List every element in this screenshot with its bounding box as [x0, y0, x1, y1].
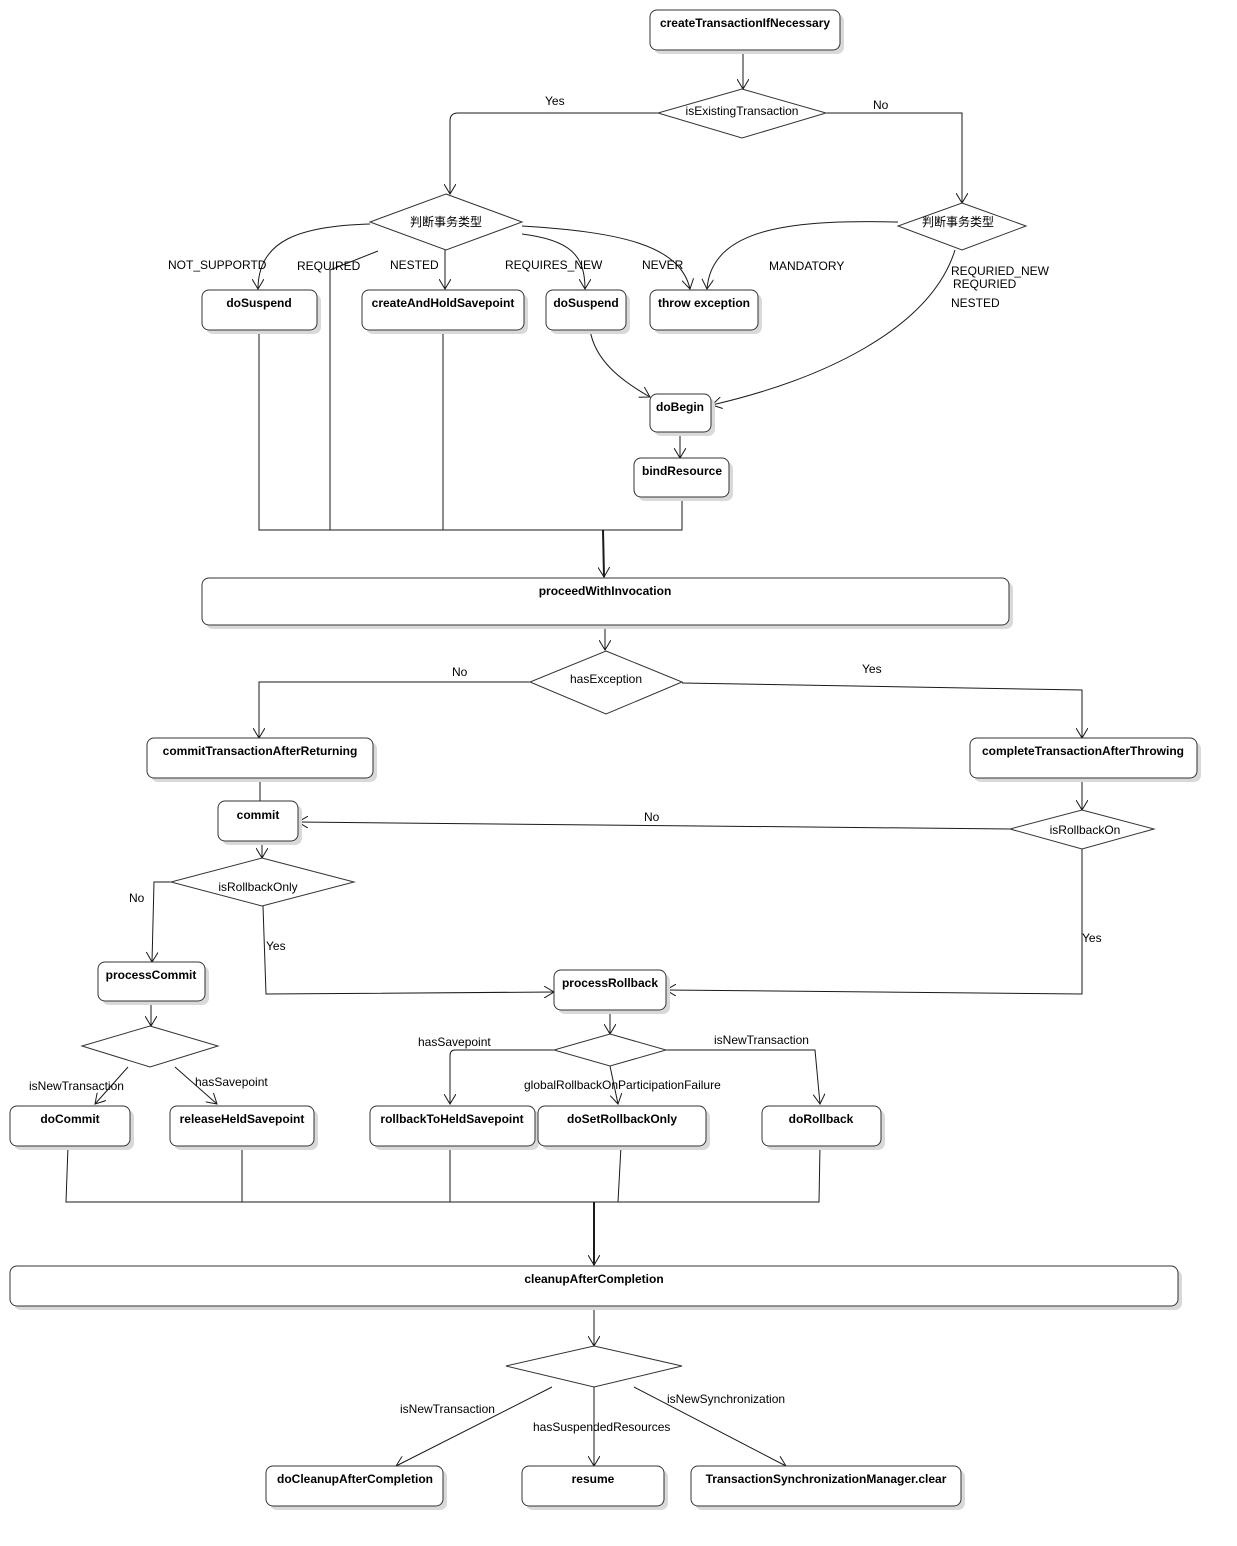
edge-label-is-new-synchronization: isNewSynchronization	[667, 1392, 785, 1406]
decision-label: hasException	[570, 672, 642, 686]
decision-judge-type-1: 判断事务类型	[368, 193, 524, 251]
edge-label-no: No	[873, 98, 889, 112]
decision-is-rollback-on: isRollbackOn	[1008, 809, 1156, 850]
node-label: createTransactionIfNecessary	[660, 16, 830, 30]
node-do-set-rollback-only: doSetRollbackOnly	[537, 1105, 710, 1150]
edge-label-has-savepoint: hasSavepoint	[418, 1035, 491, 1049]
node-label: bindResource	[642, 464, 722, 478]
node-label: releaseHeldSavepoint	[180, 1112, 305, 1126]
decision-is-existing-transaction: isExistingTransaction	[656, 88, 828, 139]
node-label: throw exception	[658, 296, 750, 310]
node-commit: commit	[217, 800, 302, 845]
node-label: doBegin	[656, 400, 704, 414]
edge-label-mandatory: MANDATORY	[769, 259, 844, 273]
node-label: doSuspend	[553, 296, 618, 310]
edge-labels: Yes No NOT_SUPPORTD REQUIRED NESTED REQU…	[29, 94, 1102, 1434]
node-do-rollback: doRollback	[761, 1105, 885, 1150]
decision-label: isRollbackOnly	[218, 880, 297, 894]
node-label: doCleanupAfterCompletion	[277, 1472, 433, 1486]
node-do-cleanup-after-completion: doCleanupAfterCompletion	[265, 1465, 447, 1510]
edge-label-is-new-transaction: isNewTransaction	[400, 1402, 495, 1416]
edge-label-is-new-transaction: isNewTransaction	[29, 1079, 124, 1093]
edge-label-no: No	[129, 891, 145, 905]
node-create-and-hold-savepoint: createAndHoldSavepoint	[361, 289, 528, 334]
decision-label: isRollbackOn	[1050, 823, 1121, 837]
edge-label-requires-new: REQUIRES_NEW	[505, 258, 603, 272]
node-commit-after-returning: commitTransactionAfterReturning	[146, 737, 377, 782]
edge-label-no: No	[452, 665, 468, 679]
action-nodes: createTransactionIfNecessary doSuspend c…	[9, 9, 1201, 1510]
edge-label-nested-2: NESTED	[951, 296, 1000, 310]
edges	[65, 49, 1082, 1466]
node-label: proceedWithInvocation	[539, 584, 672, 598]
node-bind-resource: bindResource	[633, 457, 733, 501]
node-label: doCommit	[40, 1112, 99, 1126]
node-process-rollback: processRollback	[553, 969, 670, 1014]
edge-label-yes: Yes	[545, 94, 565, 108]
decision-judge-type-2: 判断事务类型	[896, 202, 1028, 251]
node-process-commit: processCommit	[97, 961, 209, 1005]
node-label: doSetRollbackOnly	[567, 1112, 677, 1126]
edge-label-yes: Yes	[1082, 931, 1102, 945]
edge-label-requried-new: REQURIED_NEW	[951, 264, 1050, 278]
node-label: processCommit	[106, 968, 197, 982]
node-complete-after-throwing: completeTransactionAfterThrowing	[969, 737, 1201, 782]
node-label: processRollback	[562, 976, 658, 990]
edge-label-has-suspended-resources: hasSuspendedResources	[533, 1420, 670, 1434]
node-label: cleanupAfterCompletion	[524, 1272, 663, 1286]
node-label: resume	[572, 1472, 615, 1486]
node-label: rollbackToHeldSavepoint	[380, 1112, 523, 1126]
node-do-suspend-1: doSuspend	[201, 289, 321, 334]
node-label: TransactionSynchronizationManager.clear	[706, 1472, 947, 1486]
edge-label-has-savepoint: hasSavepoint	[195, 1075, 268, 1089]
edge-label-never: NEVER	[642, 258, 684, 272]
node-proceed-with-invocation: proceedWithInvocation	[201, 577, 1013, 629]
node-label: doRollback	[789, 1112, 854, 1126]
node-cleanup-after-completion: cleanupAfterCompletion	[9, 1265, 1182, 1310]
node-rollback-to-held-savepoint: rollbackToHeldSavepoint	[369, 1105, 539, 1150]
node-label: commitTransactionAfterReturning	[163, 744, 358, 758]
edge-label-nested: NESTED	[390, 258, 439, 272]
decision-nodes: isExistingTransaction 判断事务类型 判断事务类型 hasE…	[80, 88, 1156, 1388]
node-do-suspend-2: doSuspend	[545, 289, 630, 334]
node-create-transaction: createTransactionIfNecessary	[649, 9, 844, 54]
node-label: createAndHoldSavepoint	[372, 296, 515, 310]
decision-is-rollback-only: isRollbackOnly	[169, 857, 356, 907]
edge-label-global-rollback: globalRollbackOnParticipationFailure	[524, 1078, 721, 1092]
node-tsm-clear: TransactionSynchronizationManager.clear	[690, 1465, 965, 1510]
node-resume: resume	[521, 1465, 668, 1510]
decision-cleanup-branch	[505, 1345, 683, 1388]
decision-has-exception: hasException	[528, 650, 684, 715]
edge-label-yes: Yes	[266, 939, 286, 953]
node-throw-exception: throw exception	[649, 289, 762, 334]
edge-label-yes: Yes	[862, 662, 882, 676]
edge-label-no: No	[644, 810, 660, 824]
node-do-commit: doCommit	[9, 1105, 134, 1150]
node-label: completeTransactionAfterThrowing	[982, 744, 1184, 758]
decision-rollback-branch	[552, 1033, 668, 1067]
edge-label-requried: REQURIED	[953, 277, 1017, 291]
node-label: commit	[237, 808, 280, 822]
node-do-begin: doBegin	[649, 393, 715, 436]
edge-label-required: REQUIRED	[297, 259, 361, 273]
decision-label: isExistingTransaction	[686, 104, 799, 118]
node-label: doSuspend	[226, 296, 291, 310]
edge-label-is-new-transaction: isNewTransaction	[714, 1033, 809, 1047]
edge-label-not-supported: NOT_SUPPORTD	[168, 258, 267, 272]
node-release-held-savepoint: releaseHeldSavepoint	[169, 1105, 318, 1150]
decision-label: 判断事务类型	[410, 214, 482, 229]
decision-commit-branch	[80, 1025, 220, 1068]
decision-label: 判断事务类型	[922, 214, 994, 229]
